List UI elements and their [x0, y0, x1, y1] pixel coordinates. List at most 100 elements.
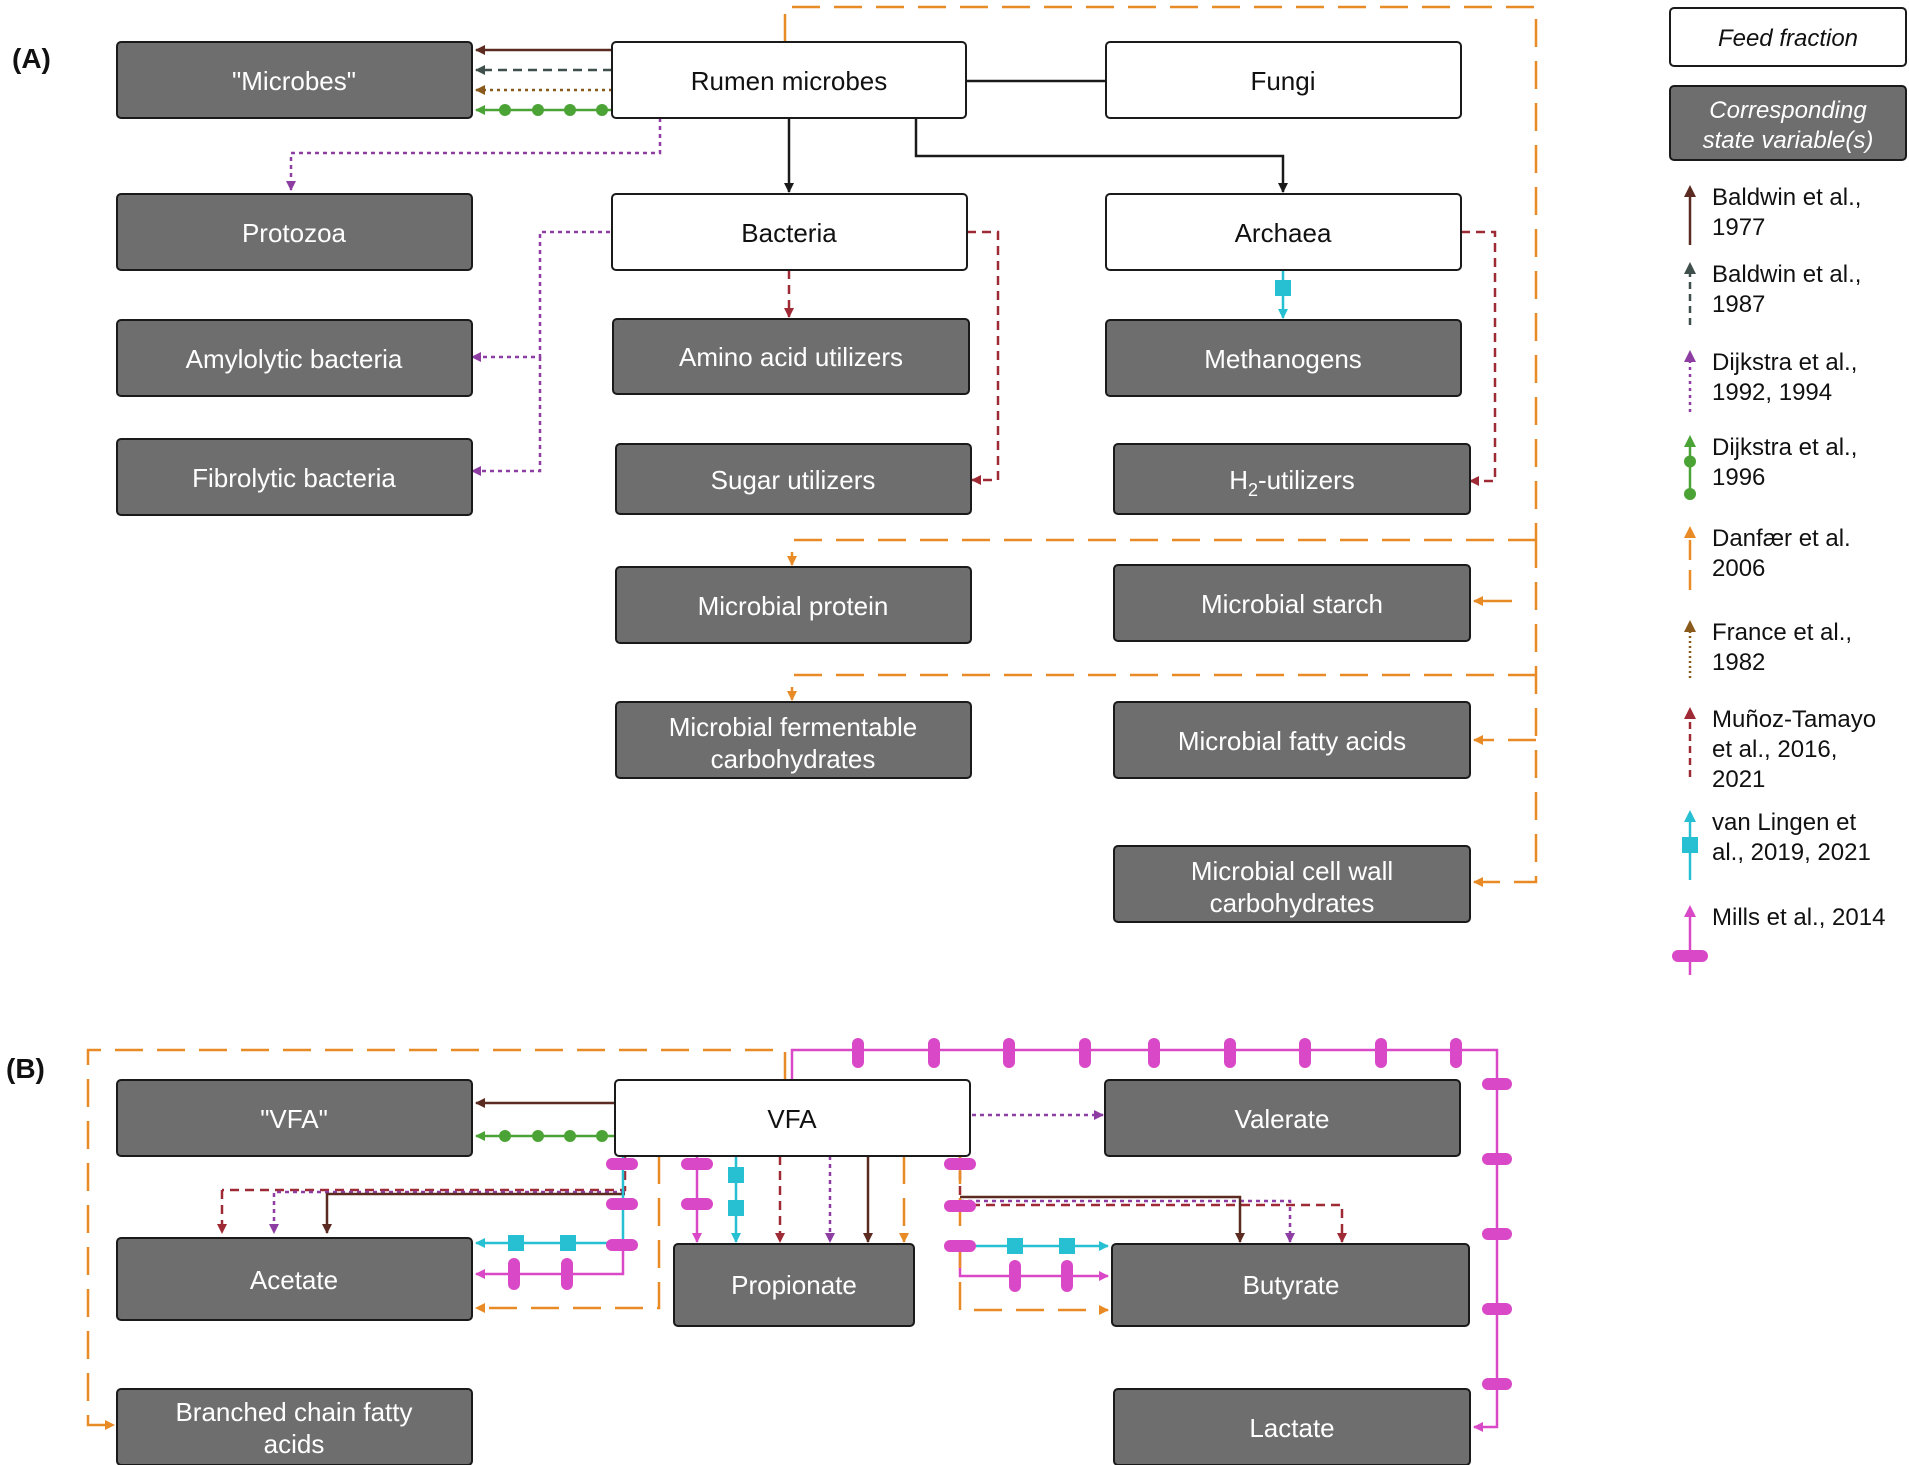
edge-acetate-trunk — [222, 1156, 627, 1192]
node-microbial-fermentable-carbohydrates: Microbial fermentable carbohydrates — [615, 701, 972, 779]
legend-label: al., 2019, 2021 — [1712, 839, 1871, 866]
edge-danfaer-butyrate — [958, 1156, 1109, 1315]
legend-entry: Baldwin et al.,1987 — [1684, 261, 1861, 325]
legend-arrowhead — [1684, 810, 1696, 822]
legend-label: 1977 — [1712, 214, 1765, 241]
edge-mills-acetate — [475, 1243, 625, 1279]
legend-pill-marker — [1672, 950, 1708, 962]
node-label-line1: Microbial cell wall — [1191, 856, 1393, 886]
node-label: Amino acid utilizers — [679, 342, 903, 372]
node-methanogens: Methanogens — [1105, 319, 1462, 397]
panel-label-a: (A) — [12, 43, 51, 74]
node-amino-acid-utilizers: Amino acid utilizers — [612, 318, 970, 395]
dijk96-vfa-dots — [499, 1130, 608, 1142]
legend-arrowhead — [1684, 435, 1696, 447]
edge-rumen-archaea — [914, 118, 1288, 193]
lingen-square — [1275, 280, 1291, 296]
node-protozoa: Protozoa — [116, 193, 473, 271]
legend-label: 1996 — [1712, 464, 1765, 491]
node-label: Microbial protein — [698, 591, 889, 621]
node-label-line1: Microbial fermentable — [669, 712, 918, 742]
legend-entry: France et al., 1982 — [1684, 619, 1852, 678]
edge-lingen-acetate — [475, 1156, 625, 1248]
node-label: Acetate — [250, 1265, 338, 1295]
edge-danfaer-acetate — [475, 1156, 661, 1313]
legend-arrowhead — [1684, 262, 1696, 274]
legend-label: Muñoz-Tamayo — [1712, 706, 1876, 733]
node-label: Bacteria — [741, 218, 837, 248]
node-microbes-var: "Microbes" — [116, 41, 473, 119]
edge-danfaer-protein — [787, 538, 1536, 566]
legend-dot-marker — [1684, 455, 1696, 468]
node-vfa-var: "VFA" — [116, 1079, 473, 1157]
legend-label: France et al., — [1712, 619, 1852, 646]
legend-label: Dijkstra et al., — [1712, 434, 1857, 461]
legend-arrowhead — [1684, 620, 1696, 632]
legend-label: et al., 2016, — [1712, 736, 1837, 763]
edge-munoz-sugar — [967, 230, 1000, 485]
node-label: Butyrate — [1243, 1270, 1340, 1300]
legend-label: Mills et al., 2014 — [1712, 904, 1885, 931]
edge-danfaer-bcfa — [86, 1048, 787, 1430]
key-feed-fraction-label: Feed fraction — [1718, 25, 1858, 52]
edge-munoz-h2 — [1461, 230, 1497, 486]
node-label: Valerate — [1235, 1104, 1330, 1134]
node-lactate: Lactate — [1113, 1388, 1471, 1465]
legend-arrowhead — [1684, 707, 1696, 719]
node-label: Archaea — [1235, 218, 1332, 248]
node-microbial-fatty-acids: Microbial fatty acids — [1113, 701, 1471, 779]
legend-entry: Danfær et al.2006 — [1684, 525, 1851, 590]
node-valerate: Valerate — [1104, 1079, 1461, 1157]
node-label-line1: Branched chain fatty — [175, 1397, 412, 1427]
node-label: Microbial fatty acids — [1178, 726, 1406, 756]
panel-a-connectors — [286, 5, 1538, 887]
node-h2-utilizers: H2-utilizers — [1113, 443, 1471, 515]
legend-entry: Baldwin et al., 1977 — [1684, 184, 1861, 245]
key-state-variable-line1: Corresponding — [1709, 97, 1867, 124]
legend-dot-marker — [1684, 488, 1696, 500]
node-label: Methanogens — [1204, 344, 1362, 374]
node-butyrate: Butyrate — [1111, 1243, 1470, 1327]
legend-label: Baldwin et al., — [1712, 184, 1861, 211]
edge-dijk92-butyrate — [960, 1199, 1295, 1243]
legend-label: van Lingen et — [1712, 809, 1856, 836]
node-label-line2: carbohydrates — [1210, 888, 1375, 918]
node-label: Lactate — [1249, 1413, 1334, 1443]
node-label: Fibrolytic bacteria — [192, 463, 396, 493]
legend-label: 1992, 1994 — [1712, 379, 1832, 406]
legend-arrowhead — [1684, 905, 1696, 917]
legend-label: 2006 — [1712, 555, 1765, 582]
legend-label: Dijkstra et al., — [1712, 349, 1857, 376]
edge-butyrate-trunk — [958, 1156, 1347, 1243]
node-fibrolytic-bacteria: Fibrolytic bacteria — [116, 438, 473, 516]
legend-entry: Mills et al., 2014 — [1672, 904, 1885, 975]
node-acetate: Acetate — [116, 1237, 473, 1321]
node-label: Sugar utilizers — [711, 465, 876, 495]
edge-danfaer-ferm — [787, 673, 1536, 701]
node-label: Rumen microbes — [691, 66, 888, 96]
legend-entry: Dijkstra et al., 1996 — [1684, 434, 1857, 500]
edge-baldwin77-butyrate — [960, 1195, 1245, 1243]
dijk96-dots — [499, 104, 608, 116]
node-archaea: Archaea — [1105, 193, 1462, 271]
edge-danfaer-trunk — [783, 5, 1538, 540]
node-amylolytic-bacteria: Amylolytic bacteria — [116, 319, 473, 397]
edge-danfaer-trunk2 — [1473, 540, 1538, 887]
node-branched-chain-fatty-acids: Branched chain fatty acids — [116, 1388, 473, 1465]
key-state-variable-line2: state variable(s) — [1703, 127, 1874, 154]
legend-arrowhead — [1684, 185, 1696, 197]
legend-arrowhead — [1684, 350, 1696, 362]
legend-square-marker — [1682, 837, 1698, 853]
panel-label-b: (B) — [6, 1053, 45, 1084]
legend-entry: van Lingen et al., 2019, 2021 — [1682, 809, 1871, 880]
node-propionate: Propionate — [673, 1243, 915, 1327]
node-label: Fungi — [1250, 66, 1315, 96]
node-label: Propionate — [731, 1270, 857, 1300]
panel-b-markers — [508, 1038, 1512, 1390]
legend-label: 1982 — [1712, 649, 1765, 676]
node-fungi: Fungi — [1105, 41, 1462, 119]
node-label: "VFA" — [260, 1104, 328, 1134]
node-microbial-cell-wall-carbohydrates: Microbial cell wall carbohydrates — [1113, 845, 1471, 923]
